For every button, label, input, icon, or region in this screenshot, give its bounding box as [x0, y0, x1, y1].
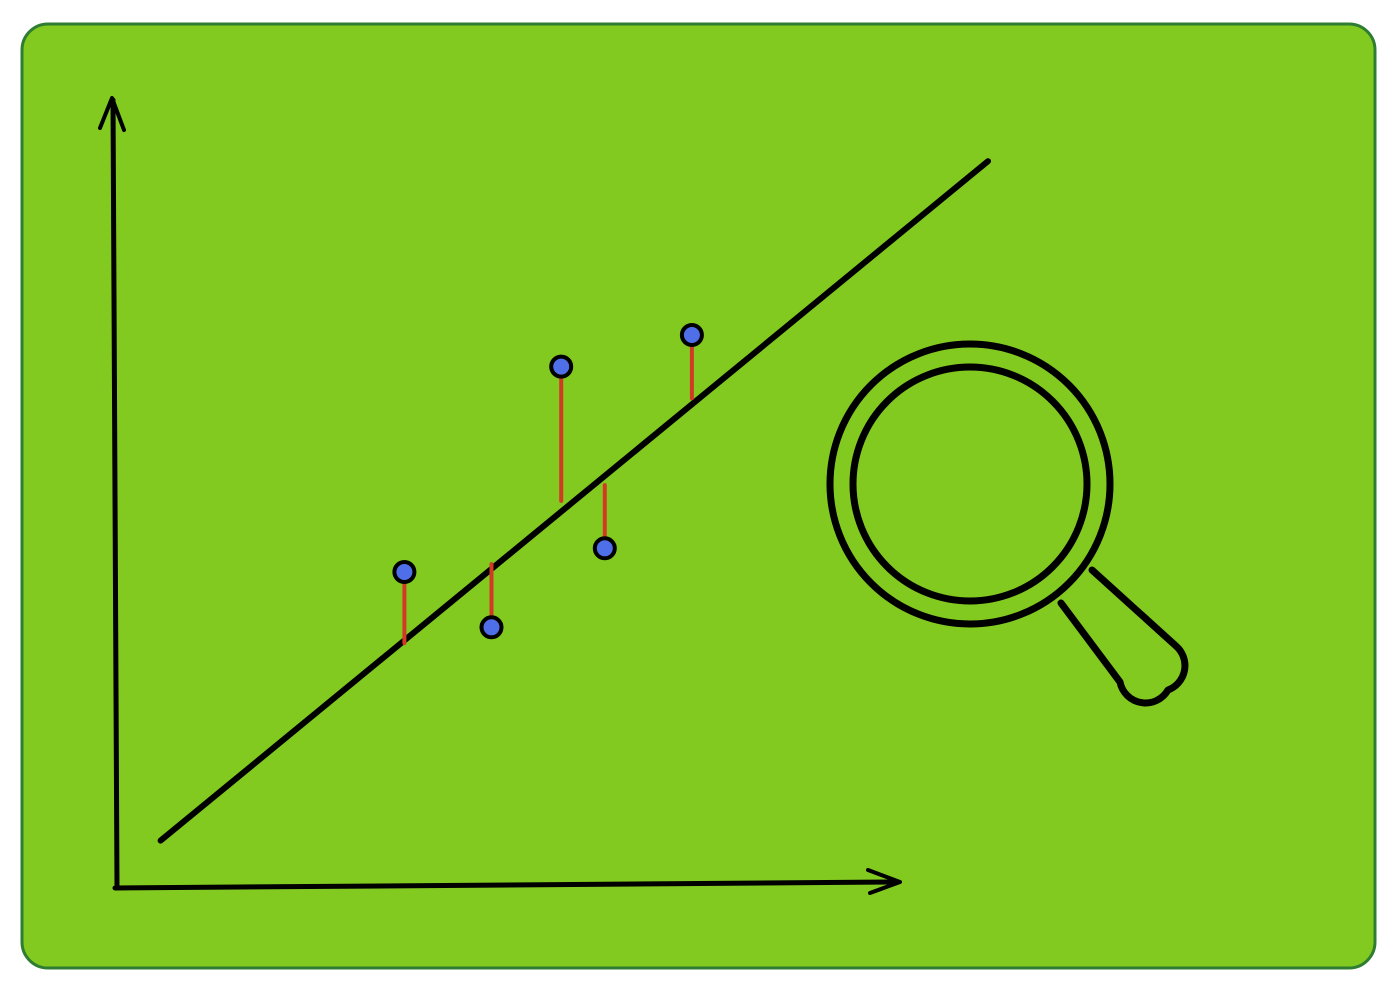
regression-chart [98, 96, 991, 895]
x-axis [112, 868, 902, 895]
y-axis-line [110, 97, 120, 891]
magnifier-outer-ring [826, 340, 1114, 628]
y-axis [98, 96, 126, 891]
magnifier-handle [1057, 566, 1189, 707]
y-axis-arrowhead [98, 96, 126, 132]
data-point-3 [549, 354, 574, 379]
x-axis-arrowhead [866, 868, 902, 895]
card-background [20, 22, 1377, 970]
magnifying-glass-icon [826, 340, 1189, 707]
magnifier-inner-ring [849, 363, 1091, 605]
data-point-5 [679, 323, 704, 347]
data-point-2 [479, 615, 504, 640]
x-axis-line [112, 879, 901, 891]
data-point-1 [392, 560, 417, 584]
data-points [392, 323, 704, 640]
data-point-4 [592, 536, 617, 561]
regression-line [157, 158, 991, 844]
